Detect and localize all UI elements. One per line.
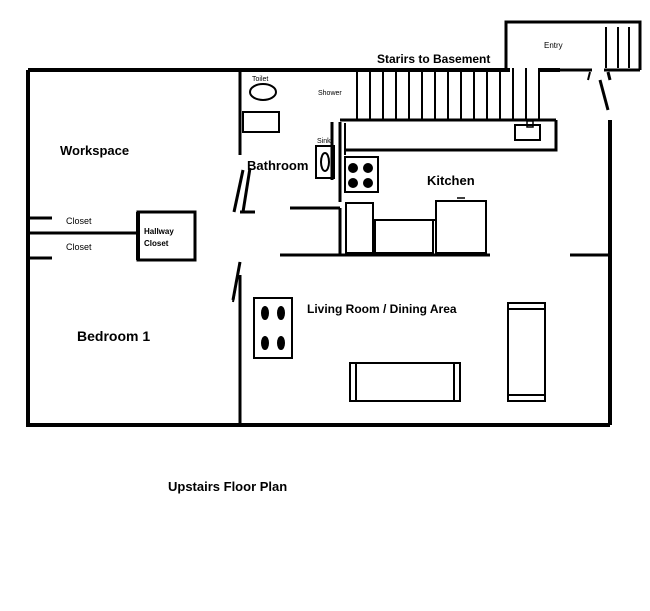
closet-upper-label: Closet — [66, 216, 92, 226]
entry-label: Entry — [544, 41, 563, 50]
shower-label: Shower — [318, 90, 342, 97]
basement-stairs — [340, 68, 556, 122]
outer-walls — [26, 68, 612, 427]
sink-label: Sink — [317, 138, 331, 145]
plan-title: Upstairs Floor Plan — [168, 479, 288, 494]
kitchen-counter — [280, 120, 610, 257]
workspace-label: Workspace — [60, 143, 129, 158]
hallway-closet-label-line2: Closet — [144, 239, 169, 248]
bathroom-label: Bathroom — [247, 158, 308, 173]
stairs-label: Starirs to Basement — [377, 52, 490, 66]
hallway-closet — [136, 210, 197, 262]
kitchen-label: Kitchen — [427, 173, 475, 188]
kitchen-cabinets — [345, 197, 487, 254]
sink-icon — [315, 145, 335, 179]
sofa-icon — [349, 362, 461, 402]
entry-area — [504, 20, 642, 111]
living-dining-label: Living Room / Dining Area — [307, 302, 457, 316]
bedroom-label: Bedroom 1 — [77, 328, 150, 344]
hallway-closet-label-line1: Hallway — [144, 227, 174, 236]
bathroom-walls — [232, 70, 334, 214]
armchair-icon — [507, 302, 546, 402]
interior-walls — [28, 216, 242, 427]
closet-lower-label: Closet — [66, 242, 92, 252]
toilet-label: Toilet — [252, 76, 268, 83]
toilet-icon — [242, 83, 280, 133]
coffee-table — [253, 297, 293, 359]
stove — [344, 156, 379, 193]
